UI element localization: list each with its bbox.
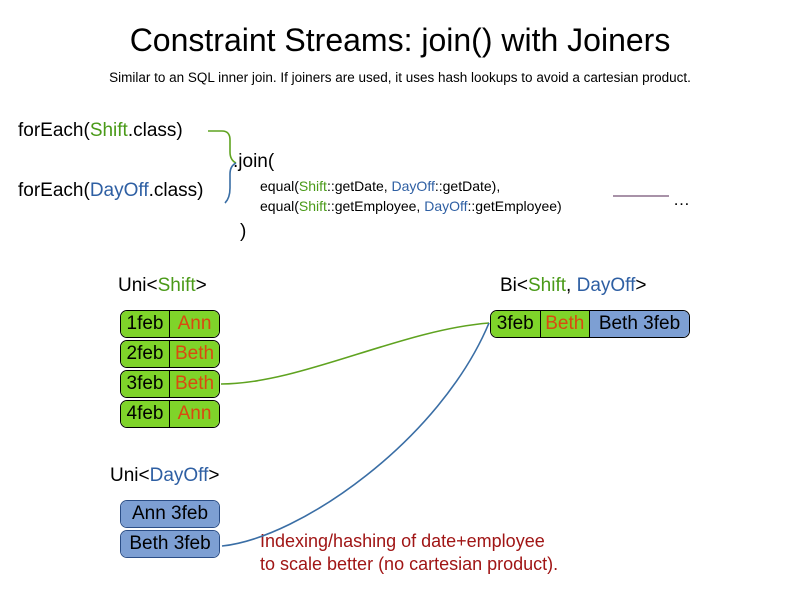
dayoff-pair-cell: Ann 3feb [121, 501, 219, 527]
uni-dayoff-label-prefix: Uni< [110, 465, 150, 486]
dayoff-fact-row: Beth 3feb [120, 530, 220, 558]
uni-shift-label-suffix: > [195, 275, 207, 296]
equal-date-prefix: equal( [260, 178, 299, 194]
foreach-shift-suffix: .class) [127, 120, 183, 141]
uni-dayoff-label-suffix: > [208, 465, 220, 486]
bi-pair-cell: Beth 3feb [590, 311, 689, 337]
dayoff-to-bi-connector [221, 322, 490, 547]
shift-fact-row: 2feb Beth [120, 340, 220, 368]
equal-date-left-method: ::getDate, [326, 178, 392, 194]
foreach-dayoff-type: DayOff [89, 180, 149, 201]
shift-name-cell: Ann [170, 401, 219, 427]
equal-employee-right-type: DayOff [424, 198, 468, 214]
shift-date-cell: 2feb [121, 341, 171, 367]
equal-employee-left-type: Shift [298, 198, 327, 214]
code-foreach-shift: forEach(Shift.class) [18, 120, 183, 142]
bi-date-cell: 3feb [491, 311, 541, 337]
code-join-open: .join( [233, 151, 275, 172]
code-ellipsis: … [673, 190, 690, 209]
label-uni-shift: Uni<Shift> [118, 275, 207, 297]
shift-name-cell: Beth [170, 371, 219, 397]
dayoff-pair-cell: Beth 3feb [121, 531, 219, 557]
annotation-text: Indexing/hashing of date+employee to sca… [260, 530, 558, 576]
bi-label-separator: , [566, 275, 577, 296]
shift-date-cell: 4feb [121, 401, 171, 427]
page-title: Constraint Streams: join() with Joiners [129, 22, 671, 58]
bi-label-prefix: Bi< [500, 275, 528, 296]
bi-label-type-a: Shift [528, 275, 567, 296]
shift-name-cell: Ann [170, 311, 219, 337]
dayoff-fact-row: Ann 3feb [120, 500, 220, 528]
uni-shift-label-prefix: Uni< [118, 275, 158, 296]
shift-date-cell: 3feb [121, 371, 171, 397]
shift-to-bi-connector [220, 322, 490, 385]
bi-label-type-b: DayOff [576, 275, 636, 296]
code-equal-date: equal(Shift::getDate, DayOff::getDate), [260, 178, 500, 194]
equal-employee-prefix: equal( [260, 198, 299, 214]
page-subtitle: Similar to an SQL inner join. If joiners… [109, 70, 691, 85]
foreach-shift-type: Shift [89, 120, 128, 141]
equal-employee-right-method: ::getEmployee) [467, 198, 562, 214]
bi-fact-row: 3feb Beth Beth 3feb [490, 310, 690, 338]
annotation-line-2: to scale better (no cartesian product). [260, 554, 559, 574]
brace-shift-connector [208, 130, 237, 164]
shift-fact-row: 3feb Beth [120, 370, 220, 398]
equal-date-left-type: Shift [298, 178, 327, 194]
code-foreach-dayoff: forEach(DayOff.class) [18, 180, 204, 202]
equal-employee-left-method: ::getEmployee, [326, 198, 425, 214]
equal-date-right-method: ::getDate), [434, 178, 501, 194]
equal-date-right-type: DayOff [391, 178, 435, 194]
uni-dayoff-label-type: DayOff [149, 465, 209, 486]
label-uni-dayoff: Uni<DayOff> [110, 465, 220, 487]
bi-name-cell: Beth [540, 311, 590, 337]
shift-name-cell: Beth [170, 341, 219, 367]
uni-shift-label-type: Shift [157, 275, 196, 296]
shift-date-cell: 1feb [121, 311, 171, 337]
bi-label-suffix: > [635, 275, 647, 296]
code-equal-employee: equal(Shift::getEmployee, DayOff::getEmp… [260, 198, 562, 214]
foreach-dayoff-prefix: forEach( [18, 180, 90, 201]
shift-fact-row: 1feb Ann [120, 310, 220, 338]
foreach-shift-prefix: forEach( [18, 120, 90, 141]
foreach-dayoff-suffix: .class) [148, 180, 204, 201]
code-join-close: ) [240, 221, 247, 242]
shift-fact-row: 4feb Ann [120, 400, 220, 428]
annotation-line-1: Indexing/hashing of date+employee [260, 531, 545, 551]
label-bi-stream: Bi<Shift, DayOff> [500, 275, 646, 297]
